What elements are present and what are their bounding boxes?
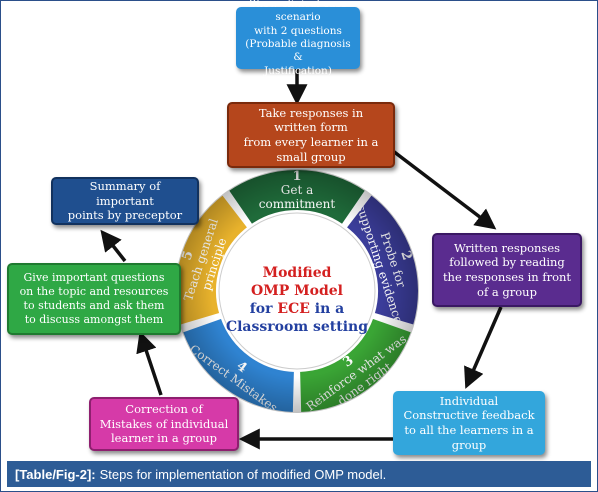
arrow-written-to-feedback xyxy=(464,306,503,389)
center-title: Modified OMP Model for ECE in a Classroo… xyxy=(226,265,368,335)
box-summary-preceptor: Summary of important points by preceptor xyxy=(51,177,199,225)
center-line-4: Classroom setting xyxy=(226,319,368,335)
caption-text: Steps for implementation of modified OMP… xyxy=(99,466,387,482)
arrow-correction-to-questions xyxy=(136,331,163,396)
center-line-3-post: in a xyxy=(310,301,344,317)
center-circle xyxy=(218,212,376,370)
center-line-1: Modified xyxy=(263,265,332,281)
ring-label-1-line-0: 1 xyxy=(292,169,301,184)
arrow-responses-to-written xyxy=(391,149,497,230)
ring-label-1-line-2: commitment xyxy=(259,197,336,211)
box-written-responses: Written responses followed by reading th… xyxy=(432,233,582,307)
box-important-questions: Give important questions on the topic an… xyxy=(7,263,181,335)
center-line-2: OMP Model xyxy=(251,283,343,299)
figure-caption: [Table/Fig-2]: Steps for implementation … xyxy=(7,461,591,487)
center-line-3-hl: ECE xyxy=(277,301,309,317)
center-line-3-pre: for xyxy=(250,301,278,317)
arrow-questions-to-summary xyxy=(100,229,127,263)
box-correction-mistakes: Correction of Mistakes of individual lea… xyxy=(89,397,239,451)
box-clinical-scenario: Show clinical case scenario with 2 quest… xyxy=(236,0,360,77)
ring-label-1-line-1: Get a xyxy=(281,183,313,197)
caption-label: [Table/Fig-2]: xyxy=(15,466,96,482)
center-line-3: for ECE in a xyxy=(250,301,344,317)
box-take-responses: Take responses in written form from ever… xyxy=(227,102,395,168)
box-constructive-feedback: Individual Constructive feedback to all … xyxy=(393,391,545,455)
flow-arrows xyxy=(100,69,503,450)
